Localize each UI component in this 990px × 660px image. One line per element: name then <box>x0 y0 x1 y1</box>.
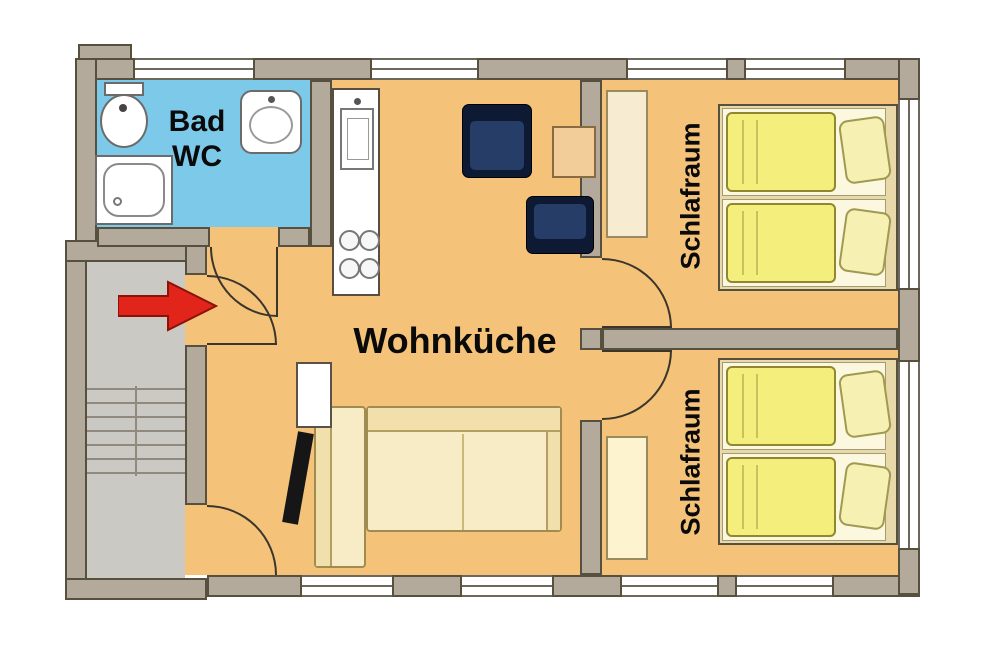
wall-bathroom-bottom-b <box>278 227 310 247</box>
door-leaf-entrance <box>207 343 277 345</box>
stove-burner <box>339 230 360 251</box>
shower-drain <box>113 197 122 206</box>
window-bedroom-bottom-2 <box>737 575 832 597</box>
wall-bedroom-divider <box>602 328 898 350</box>
wall-left-upper <box>75 58 97 262</box>
wardrobe-bedroom-top <box>606 90 648 238</box>
arrow-right-icon <box>118 280 218 332</box>
window-kitchen <box>372 58 477 80</box>
washbasin <box>240 90 302 154</box>
pillow <box>837 115 893 185</box>
duvet-fold <box>742 211 744 275</box>
wall-right-1 <box>898 58 920 100</box>
wall-bottom-3 <box>552 575 622 597</box>
duvet-fold <box>742 120 744 184</box>
toilet-bowl <box>100 94 148 148</box>
wall-bedrooms-c <box>580 420 602 575</box>
stove-burner <box>359 230 380 251</box>
label-bedroom-top-text: Schlafraum <box>675 122 706 270</box>
washbasin-faucet <box>268 96 275 103</box>
wall-top-4 <box>726 58 746 80</box>
duvet-fold <box>756 211 758 275</box>
window-bathroom <box>135 58 253 80</box>
door-leaf-bedroom-bottom <box>602 350 672 352</box>
duvet <box>726 203 836 283</box>
wall-right-3 <box>898 548 920 595</box>
armchair <box>462 104 532 178</box>
sofa-chaise <box>314 406 366 568</box>
sofa-armrest <box>546 432 560 530</box>
label-bathroom-line2: WC <box>172 140 222 173</box>
bed-bedroom-bottom <box>718 358 898 545</box>
stove-burner <box>339 258 360 279</box>
armchair-seat <box>534 204 586 239</box>
stove-burner <box>359 258 380 279</box>
armchair-seat <box>470 121 524 170</box>
wall-right-2 <box>898 288 920 362</box>
wall-bottom-2 <box>392 575 462 597</box>
bed-bedroom-top <box>718 104 898 291</box>
wall-stairwell-left <box>65 240 87 600</box>
window-living-bottom-2 <box>462 575 552 597</box>
wall-top-3 <box>477 58 628 80</box>
sofa-back-cushion <box>368 408 560 432</box>
duvet <box>726 366 836 446</box>
label-bedroom-bottom-text: Schlafraum <box>675 388 706 536</box>
duvet-fold <box>756 120 758 184</box>
duvet-fold <box>756 374 758 438</box>
sofa-seat-divider <box>462 434 464 530</box>
label-bathroom-line1: Bad <box>168 105 226 138</box>
window-bedroom-bottom-1 <box>622 575 717 597</box>
duvet-fold <box>756 465 758 529</box>
washbasin-bowl <box>249 106 293 144</box>
door-leaf-bedroom-top <box>602 326 672 328</box>
duvet-fold <box>742 374 744 438</box>
wall-bottom-1 <box>207 575 302 597</box>
wall-bottom-4 <box>717 575 737 597</box>
kitchen-sink-basin <box>347 118 369 160</box>
label-bathroom: Bad WC <box>127 104 267 174</box>
wall-stairwell-bottom <box>65 578 207 600</box>
window-living-bottom-1 <box>302 575 392 597</box>
wall-hall-left-b <box>185 345 207 505</box>
side-table <box>552 126 596 178</box>
stair-divider <box>135 386 137 476</box>
shower-tray <box>95 155 173 225</box>
door-leaf-bathroom <box>276 247 278 317</box>
cupboard <box>296 362 332 428</box>
armchair <box>526 196 594 254</box>
wall-bathroom-bottom-a <box>97 227 210 247</box>
wall-bathroom-right <box>310 80 332 247</box>
duvet-fold <box>742 465 744 529</box>
kitchen-sink <box>340 108 374 170</box>
window-right-top <box>898 100 920 288</box>
duvet <box>726 112 836 192</box>
kitchen-faucet <box>354 98 361 105</box>
wardrobe-bedroom-bottom <box>606 436 648 560</box>
wall-bedrooms-b <box>580 328 602 350</box>
sofa-main <box>366 406 562 532</box>
pillow <box>837 461 893 531</box>
window-right-bottom <box>898 362 920 548</box>
pillow <box>837 207 893 277</box>
duvet <box>726 457 836 537</box>
window-bedroom-top-1 <box>628 58 726 80</box>
kitchen-counter <box>332 88 380 296</box>
window-bedroom-top-2 <box>746 58 844 80</box>
shower-basin <box>103 163 165 217</box>
toilet-flush-dot <box>119 104 127 112</box>
pillow <box>837 369 893 439</box>
label-living-kitchen: Wohnküche <box>353 320 557 361</box>
wall-top-2 <box>253 58 372 80</box>
sofa-chaise-back <box>316 408 332 566</box>
